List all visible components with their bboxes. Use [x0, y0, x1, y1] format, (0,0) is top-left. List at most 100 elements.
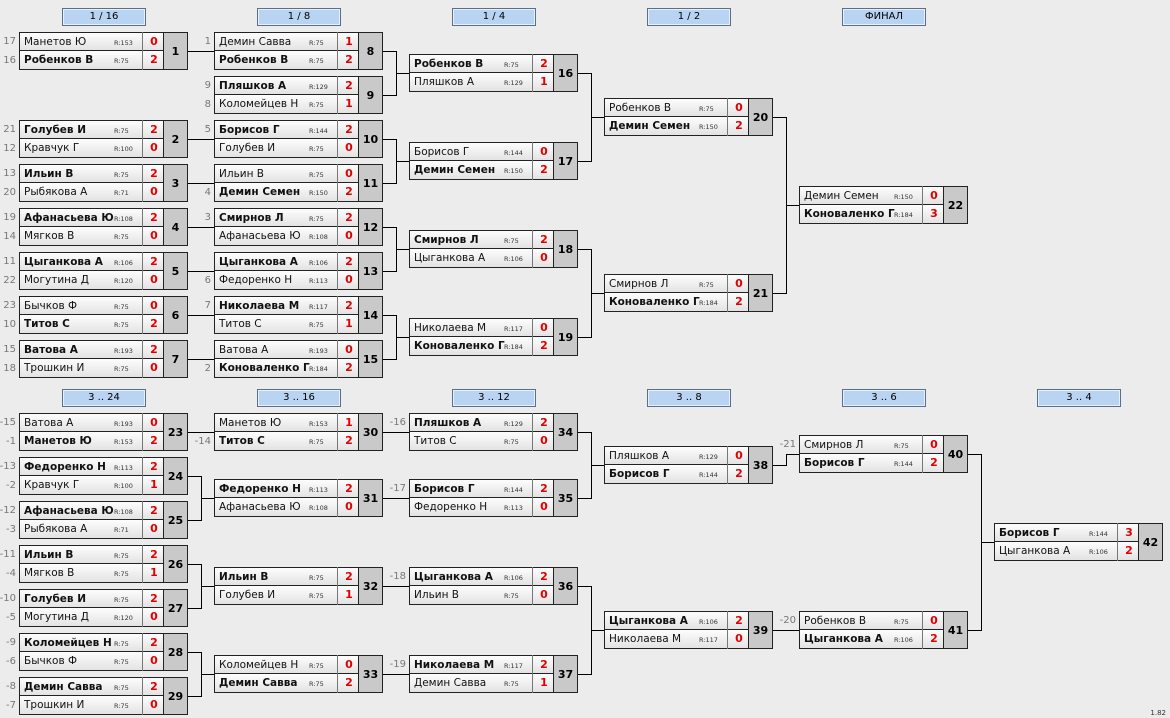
player-rating: R:75 — [504, 592, 519, 600]
player-rating: R:184 — [504, 343, 523, 351]
seed-number: 7 — [204, 300, 211, 311]
player-score: 0 — [150, 361, 158, 374]
match-number: 2 — [164, 120, 188, 158]
player-name: Николаева М — [414, 659, 495, 671]
player-rating: R:108 — [309, 233, 328, 241]
player-rating: R:100 — [114, 145, 133, 153]
connector-line — [578, 432, 604, 466]
round-header: 3 .. 6 — [842, 389, 926, 407]
match-number: 3 — [164, 164, 188, 202]
seed-number: -15 — [0, 417, 16, 428]
match-number: 34 — [554, 413, 578, 451]
player-name: Ватова А — [24, 344, 78, 356]
seed-number: 19 — [3, 212, 16, 223]
player-score: 1 — [150, 478, 158, 491]
